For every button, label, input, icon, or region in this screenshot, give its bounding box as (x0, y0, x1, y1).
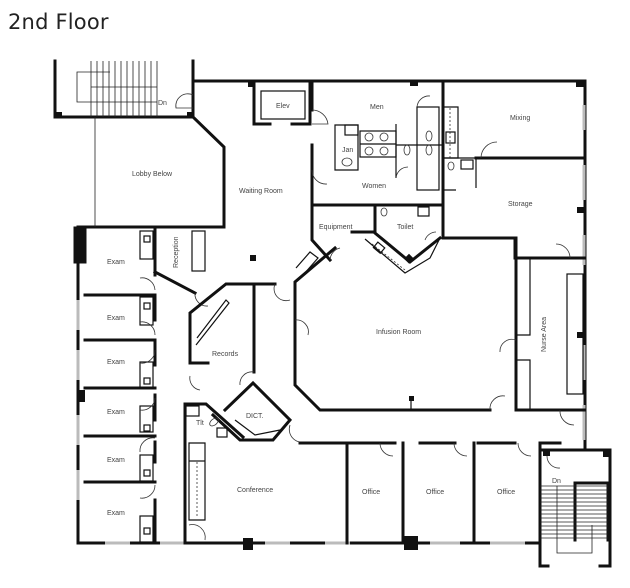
women-label: Women (362, 183, 386, 190)
janitor-label: Jan (342, 147, 353, 154)
elevator-label: Elev (276, 103, 290, 110)
infusion-room (293, 236, 518, 412)
exam-6-label: Exam (107, 510, 125, 517)
equipment-toilet (295, 203, 445, 275)
infusion-room-label: Infusion Room (376, 329, 421, 336)
mixing-label: Mixing (510, 115, 530, 122)
tlt-label: Tlt (196, 420, 204, 427)
exterior-walls (73, 79, 587, 550)
floor-title: 2nd Floor (8, 10, 109, 34)
dict-label: DICT. (246, 413, 264, 420)
equipment-label: Equipment (319, 224, 353, 231)
lobby-below-label: Lobby Below (132, 171, 173, 178)
reception-label: Reception (173, 236, 180, 268)
restrooms (310, 79, 477, 207)
waiting-room-label: Waiting Room (239, 188, 283, 195)
office-3-label: Office (497, 489, 515, 496)
stair-bottom-right (538, 448, 612, 568)
exam-3-label: Exam (107, 359, 125, 366)
conference-label: Conference (237, 487, 273, 494)
records-room (188, 282, 291, 391)
toilet-label: Toilet (397, 224, 413, 231)
storage-label: Storage (508, 201, 533, 208)
men-label: Men (370, 104, 384, 111)
elevator (248, 79, 312, 126)
exam-5-label: Exam (107, 457, 125, 464)
nurse-area (514, 257, 587, 426)
records-label: Records (212, 351, 239, 358)
exam-1-label: Exam (107, 259, 125, 266)
mixing-storage (441, 141, 587, 260)
exam-4-label: Exam (107, 409, 125, 416)
offices-bottom (298, 441, 562, 565)
conference-room (183, 441, 206, 545)
nurse-area-label: Nurse Area (541, 317, 548, 352)
office-1-label: Office (362, 489, 380, 496)
reception (152, 230, 209, 307)
stair-bottom-label: Dn (552, 478, 561, 485)
dict-tlt (183, 380, 306, 443)
stair-top-label: Dn (158, 100, 167, 107)
exam-rooms (83, 225, 157, 545)
stair-top-left (53, 59, 195, 119)
office-2-label: Office (426, 489, 444, 496)
exam-2-label: Exam (107, 315, 125, 322)
